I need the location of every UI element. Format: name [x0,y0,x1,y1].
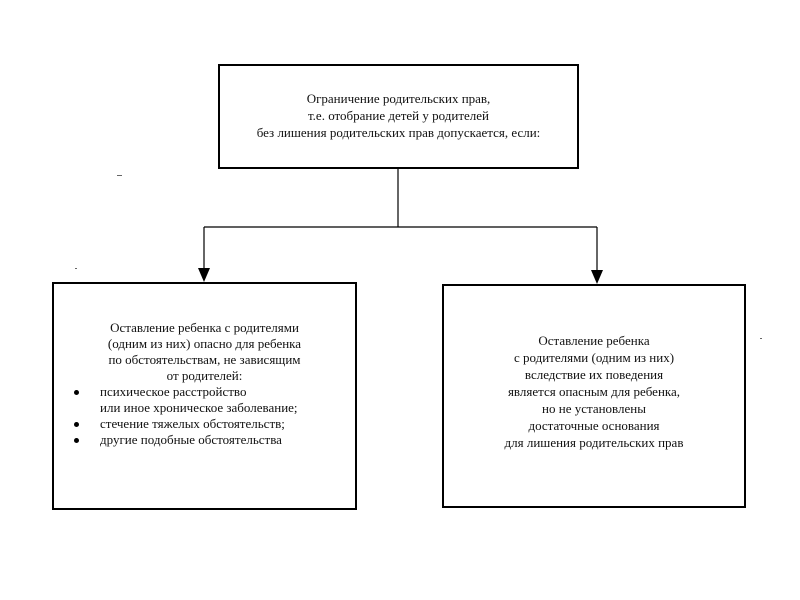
left-box-intro-line: от родителей: [166,368,243,383]
scan-speck [75,268,77,269]
scan-speck [760,338,762,339]
top-box-line: без лишения родительских прав допускаетс… [256,125,541,140]
right-box-text: Оставление ребенка с родителями (одним и… [444,332,744,451]
right-box-line: для лишения родительских прав [504,435,684,450]
bullet-icon [74,390,79,395]
bullet-icon [74,422,79,427]
list-item: психическое расстройство или иное хронич… [54,384,355,416]
right-box-line: Оставление ребенка [538,333,650,348]
left-box-intro-line: по обстоятельствам, не зависящим [108,352,301,367]
top-box-line: т.е. отобрание детей у родителей [307,108,490,123]
top-box-line: Ограничение родительских прав, [306,91,491,106]
top-box-text: Ограничение родительских прав, т.е. отоб… [220,90,577,141]
right-box-line: достаточные основания [528,418,660,433]
bullet-icon [74,438,79,443]
right-arrowhead [591,270,603,284]
list-item-line: или иное хроническое заболевание; [100,400,298,415]
right-condition-box: Оставление ребенка с родителями (одним и… [442,284,746,508]
right-box-line: вследствие их поведения [524,367,664,382]
left-box-text: Оставление ребенка с родителями (одним и… [54,320,355,448]
top-condition-box: Ограничение родительских прав, т.е. отоб… [218,64,579,169]
circumstances-list: психическое расстройство или иное хронич… [54,384,355,448]
list-item: стечение тяжелых обстоятельств; [54,416,355,432]
left-arrowhead [198,268,210,282]
list-item-line: другие подобные обстоятельства [100,432,282,447]
list-item-line: стечение тяжелых обстоятельств; [100,416,285,431]
scan-speck [117,175,122,176]
left-box-intro-line: Оставление ребенка с родителями [110,320,299,335]
list-item-line: психическое расстройство [100,384,247,399]
left-box-intro-line: (одним из них) опасно для ребенка [107,336,302,351]
list-item: другие подобные обстоятельства [54,432,355,448]
left-condition-box: Оставление ребенка с родителями (одним и… [52,282,357,510]
right-box-line: но не установлены [542,401,646,416]
right-box-line: является опасным для ребенка, [507,384,681,399]
right-box-line: с родителями (одним из них) [513,350,675,365]
